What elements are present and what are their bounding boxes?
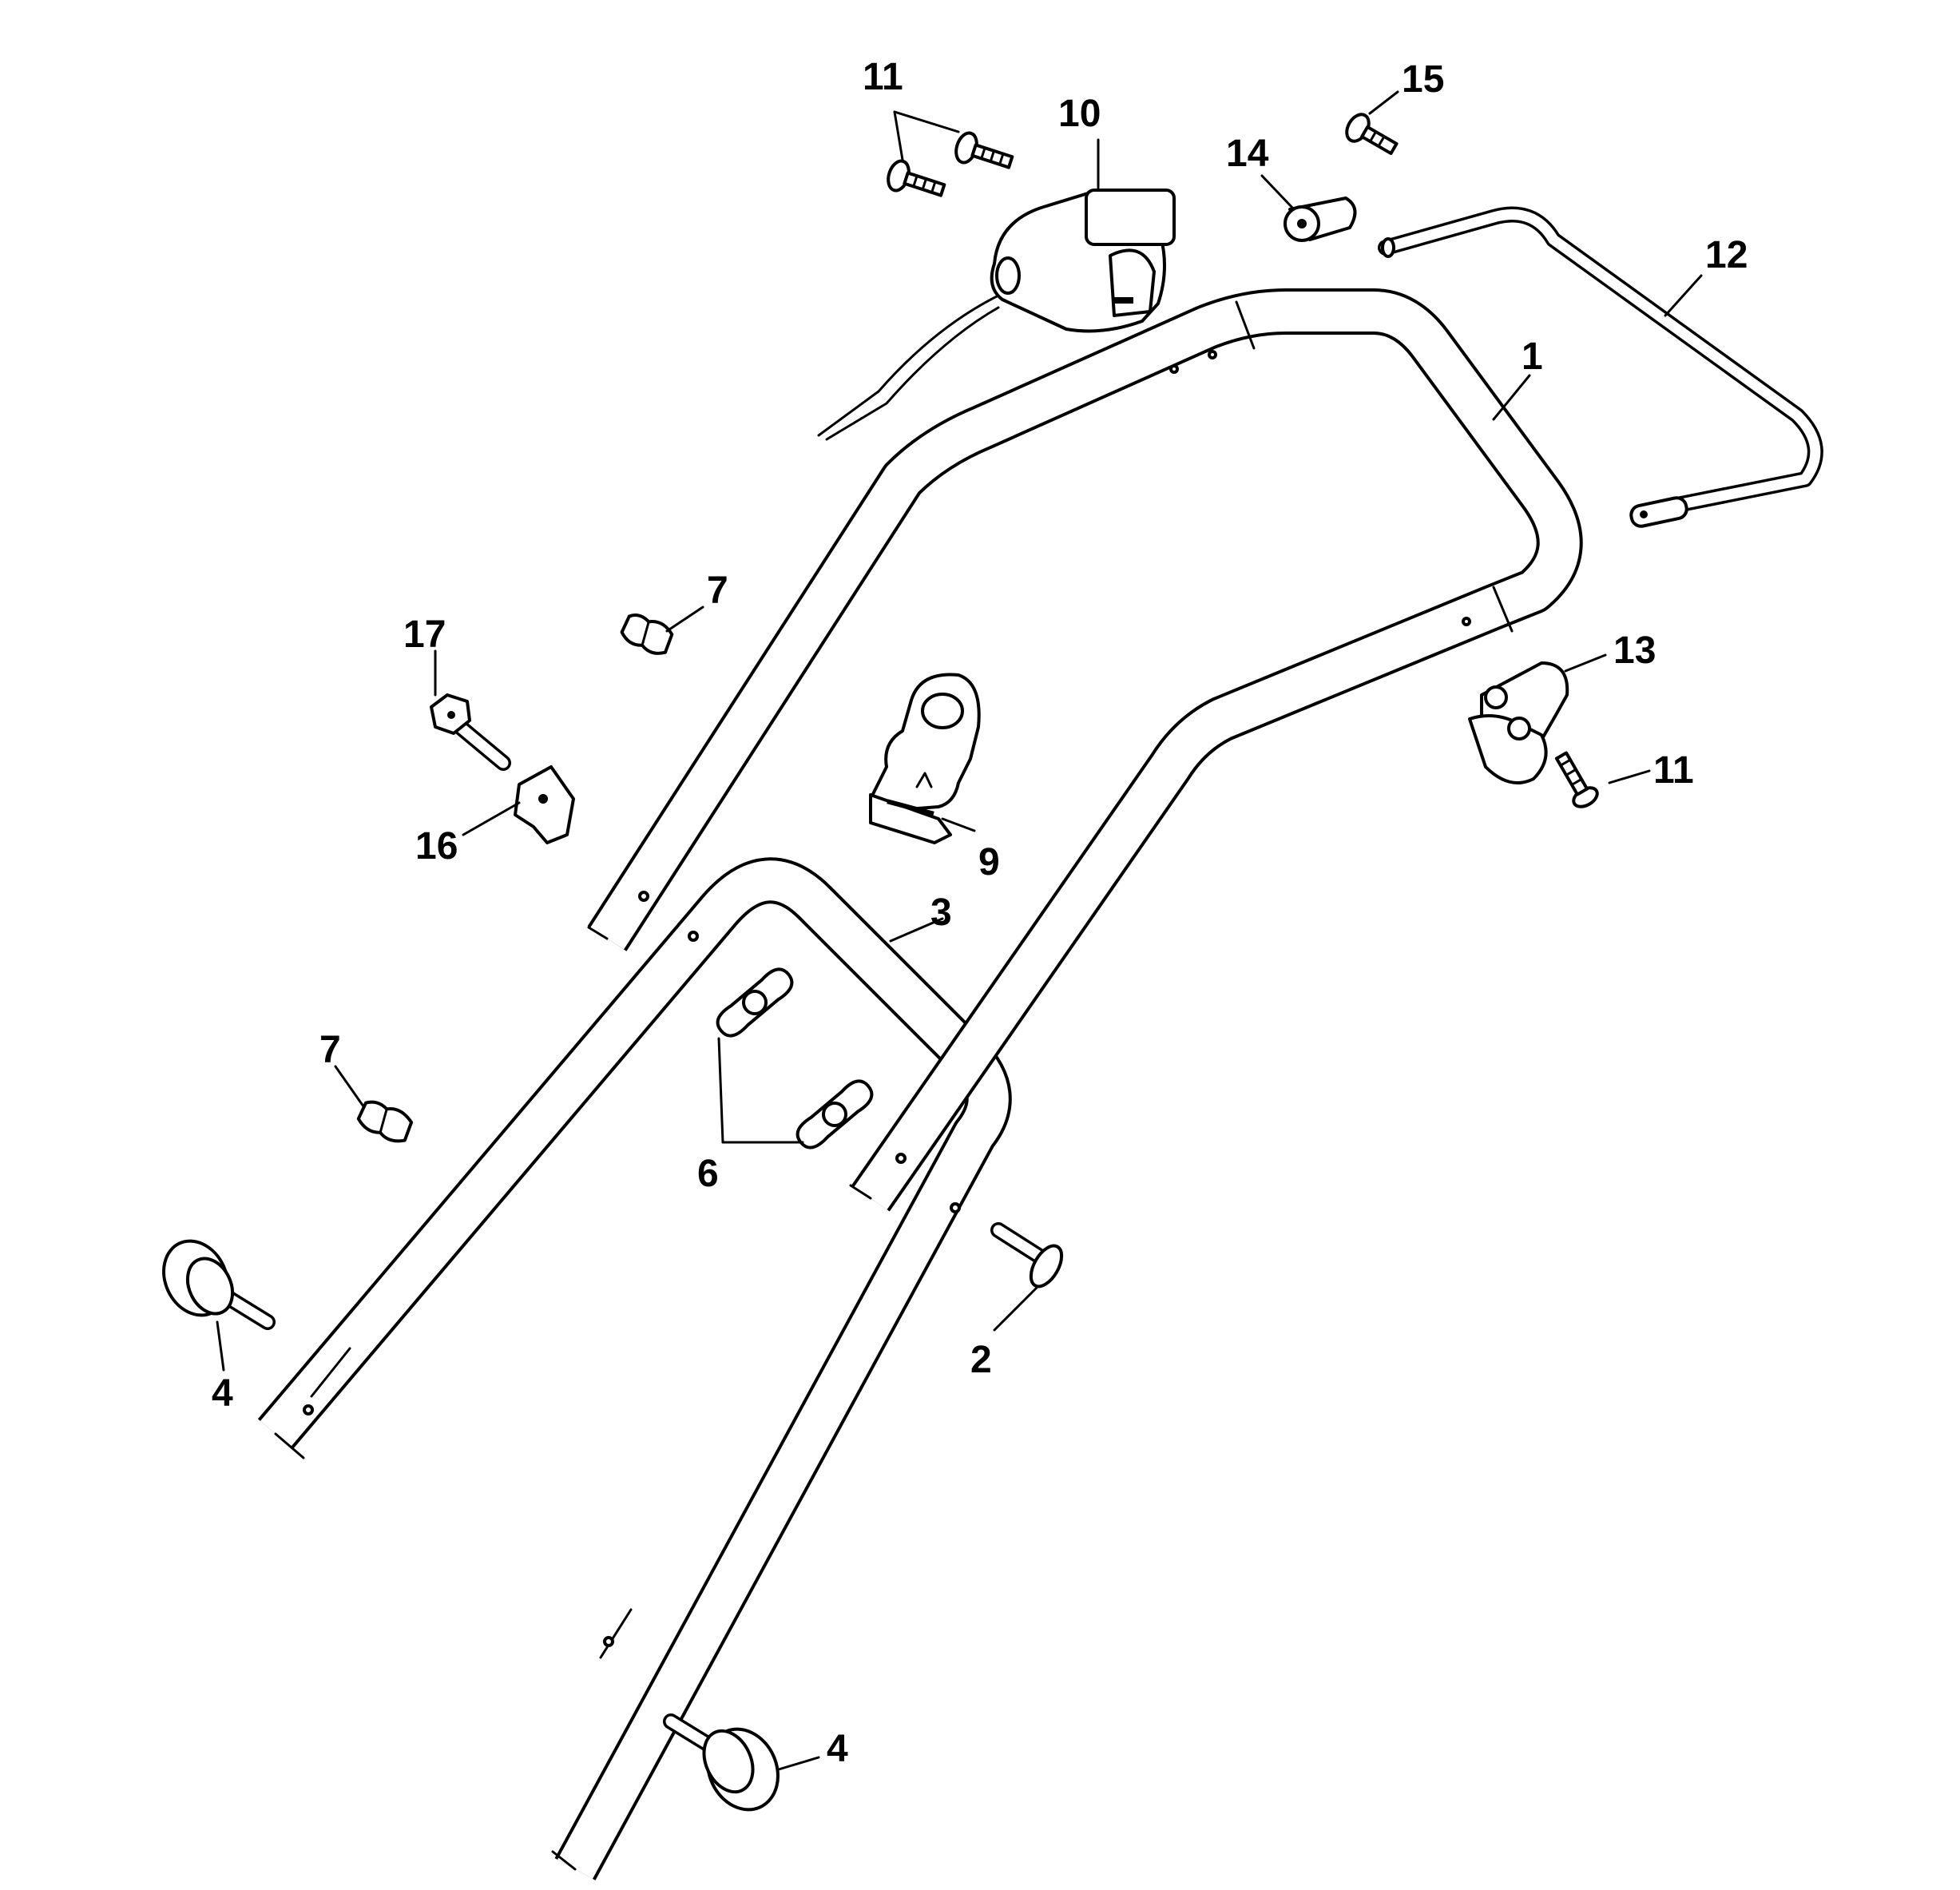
screw-11-top-right — [954, 131, 1014, 169]
bolt-2 — [990, 1222, 1064, 1288]
lower-handle — [257, 857, 1012, 1880]
label-part-11-right: 11 — [1653, 749, 1694, 792]
label-part-6: 6 — [697, 1153, 719, 1195]
label-part-13: 13 — [1613, 629, 1656, 672]
label-part-4-left: 4 — [212, 1372, 233, 1415]
switch-box — [817, 189, 1176, 441]
label-part-12: 12 — [1705, 234, 1748, 276]
cable-guide-9 — [869, 673, 981, 844]
label-part-9: 9 — [978, 841, 1000, 883]
screw-11-right — [1554, 751, 1599, 808]
label-part-11-top: 11 — [863, 56, 903, 98]
label-part-7-upper: 7 — [707, 570, 728, 612]
label-part-16: 16 — [415, 825, 458, 868]
screw-11-top-left — [887, 159, 946, 197]
part-number-labels: 11 10 14 15 12 1 13 11 7 17 16 9 3 7 6 2… — [212, 56, 1748, 1770]
knob-4-right — [663, 1713, 780, 1812]
clip-7-upper — [620, 613, 674, 655]
label-part-14: 14 — [1226, 133, 1269, 175]
label-part-1: 1 — [1522, 336, 1543, 378]
label-part-7-lower: 7 — [319, 1029, 341, 1071]
label-part-4-right: 4 — [827, 1728, 848, 1770]
screw-15 — [1345, 113, 1399, 156]
plate-16 — [514, 765, 575, 844]
wing-nut-6-lower — [796, 1079, 874, 1149]
clip-7-lower — [356, 1100, 414, 1143]
wing-nut-6-upper — [716, 967, 794, 1038]
bail-rod — [1378, 206, 1823, 528]
bolt-17 — [430, 693, 511, 771]
label-part-10: 10 — [1058, 93, 1101, 135]
leader-lines — [216, 90, 1703, 1771]
upper-handle — [587, 288, 1583, 1212]
cam-14 — [1284, 197, 1357, 242]
knob-4-left — [162, 1239, 276, 1330]
label-part-3: 3 — [930, 891, 952, 934]
label-part-2: 2 — [970, 1339, 992, 1381]
label-part-17: 17 — [403, 613, 446, 656]
label-part-15: 15 — [1402, 58, 1444, 101]
bracket-13 — [1468, 661, 1569, 784]
